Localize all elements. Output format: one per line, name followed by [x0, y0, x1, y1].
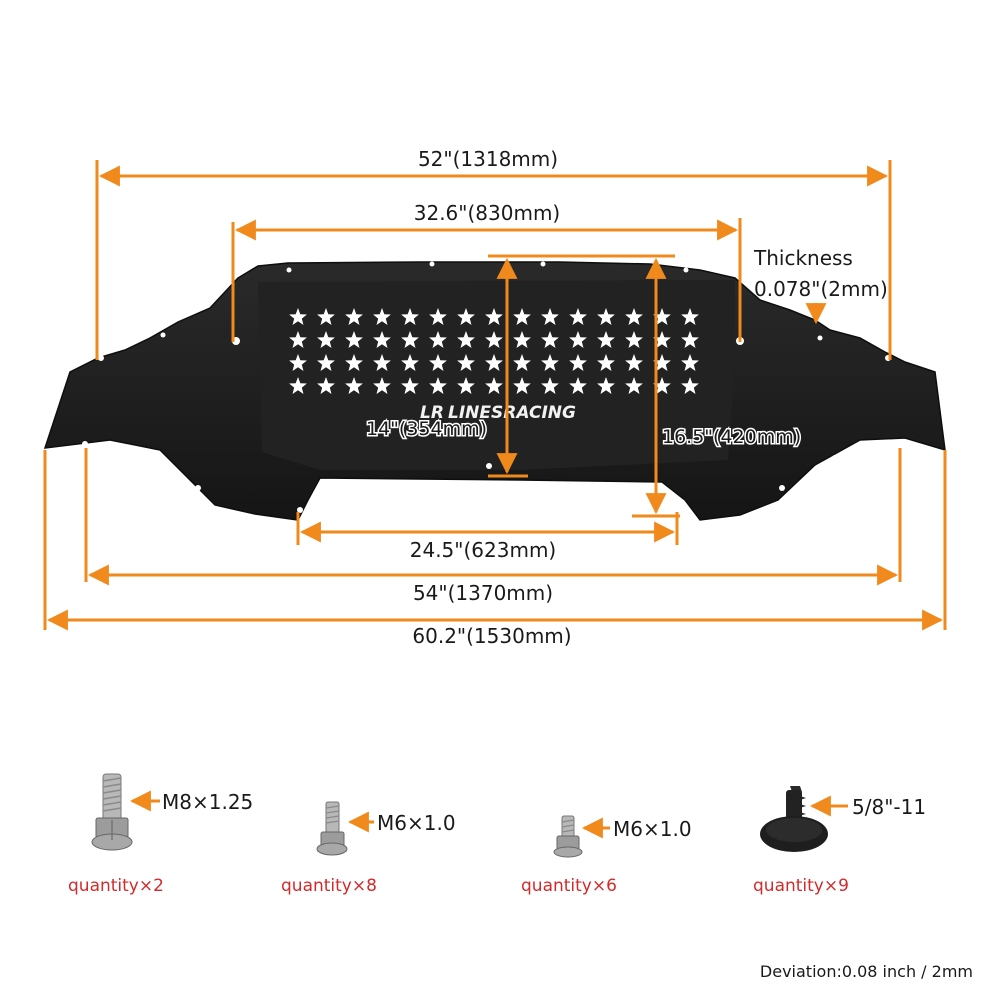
label-thickness: Thickness	[753, 246, 853, 270]
hardware-size: M6×1.0	[377, 811, 456, 835]
label-center-height: 14"(354mm)	[366, 418, 487, 440]
hardware-size: M6×1.0	[613, 817, 692, 841]
bolt-m6-icon	[316, 801, 348, 856]
deviation-note: Deviation:0.08 inch / 2mm	[760, 962, 973, 981]
hardware-quantity: quantity×6	[521, 876, 617, 896]
dimension-lines	[43, 160, 947, 631]
hardware-size: 5/8"-11	[852, 795, 926, 819]
label-center-cutout: 24.5"(623mm)	[410, 538, 556, 562]
label-thickness-value: 0.078"(2mm)	[754, 277, 888, 301]
label-overall-bottom: 60.2"(1530mm)	[412, 624, 571, 648]
svg-text:LR: LR	[420, 403, 444, 423]
bolt-m8-icon	[91, 773, 133, 851]
hardware-bolt-m8: M8×1.25 quantity×2	[68, 773, 253, 896]
hardware-quantity: quantity×9	[753, 876, 849, 896]
star-pattern	[284, 306, 704, 398]
label-overall-top: 52"(1318mm)	[418, 147, 558, 171]
diffuser-panel: LR LINESRACING	[43, 261, 946, 521]
hardware-push-clip: 5/8"-11 quantity×9	[753, 786, 926, 896]
bolt-m6-short-icon	[553, 815, 583, 858]
label-side-height: 16.5"(420mm)	[662, 426, 801, 448]
label-top-center: 32.6"(830mm)	[414, 201, 560, 225]
hardware-quantity: quantity×8	[281, 876, 377, 896]
hardware-size: M8×1.25	[162, 790, 253, 814]
push-clip-icon	[760, 786, 828, 852]
hardware-quantity: quantity×2	[68, 876, 164, 896]
label-mount-width: 54"(1370mm)	[413, 581, 553, 605]
hardware-bolt-m6-large: M6×1.0 quantity×8	[281, 801, 456, 896]
hardware-bolt-m6-small: M6×1.0 quantity×6	[521, 815, 692, 896]
